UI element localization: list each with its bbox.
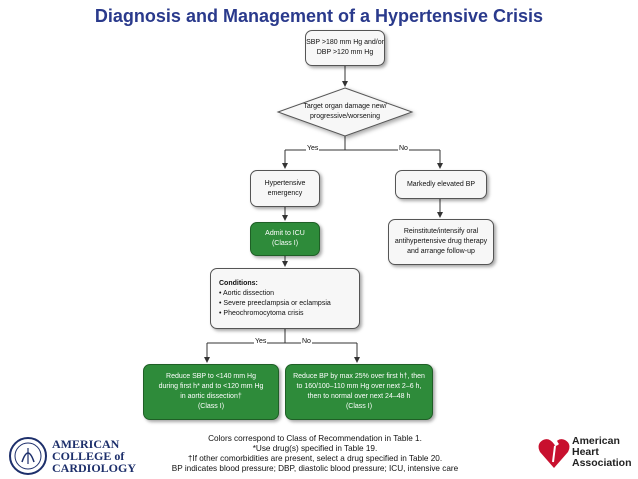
start-node: SBP >180 mm Hg and/or DBP >120 mm Hg [305,30,385,66]
aha-heart-torch-icon [538,437,570,468]
condition-item: • Severe preeclampsia or eclampsia [219,299,331,307]
markedly-elevated-node: Markedly elevated BP [395,170,487,199]
condition-item: • Pheochromocytoma crisis [219,309,304,317]
reduce-sbp-node: Reduce SBP to <140 mm Hg during first h*… [143,364,279,420]
conditions-node: Conditions: • Aortic dissection • Severe… [210,268,360,329]
page-title: Diagnosis and Management of a Hypertensi… [94,6,544,26]
reinstitute-node: Reinstitute/intensify oral antihypertens… [388,219,494,265]
decision-diamond [276,87,414,137]
edge-label-no-2: No [301,338,312,345]
decision-label: Target organ damage new/ progressive/wor… [303,103,387,120]
conditions-title: Conditions: [219,279,258,287]
aha-logo-text: American Heart Association [572,435,632,469]
reduce-bp-node: Reduce BP by max 25% over first h†, then… [285,364,433,420]
condition-item: • Aortic dissection [219,289,274,297]
acc-logo-text: AMERICAN COLLEGE of CARDIOLOGY [52,437,137,475]
edge-label-yes-1: Yes [306,145,320,152]
hypertensive-emergency-node: Hypertensive emergency [250,170,320,207]
footer-notes: Colors correspond to Class of Recommenda… [171,434,459,473]
edge-label-yes-2: Yes [254,338,268,345]
edge-label-no-1: No [398,145,409,152]
admit-icu-node: Admit to ICU (Class I) [250,222,320,256]
acc-seal-icon [9,437,47,475]
